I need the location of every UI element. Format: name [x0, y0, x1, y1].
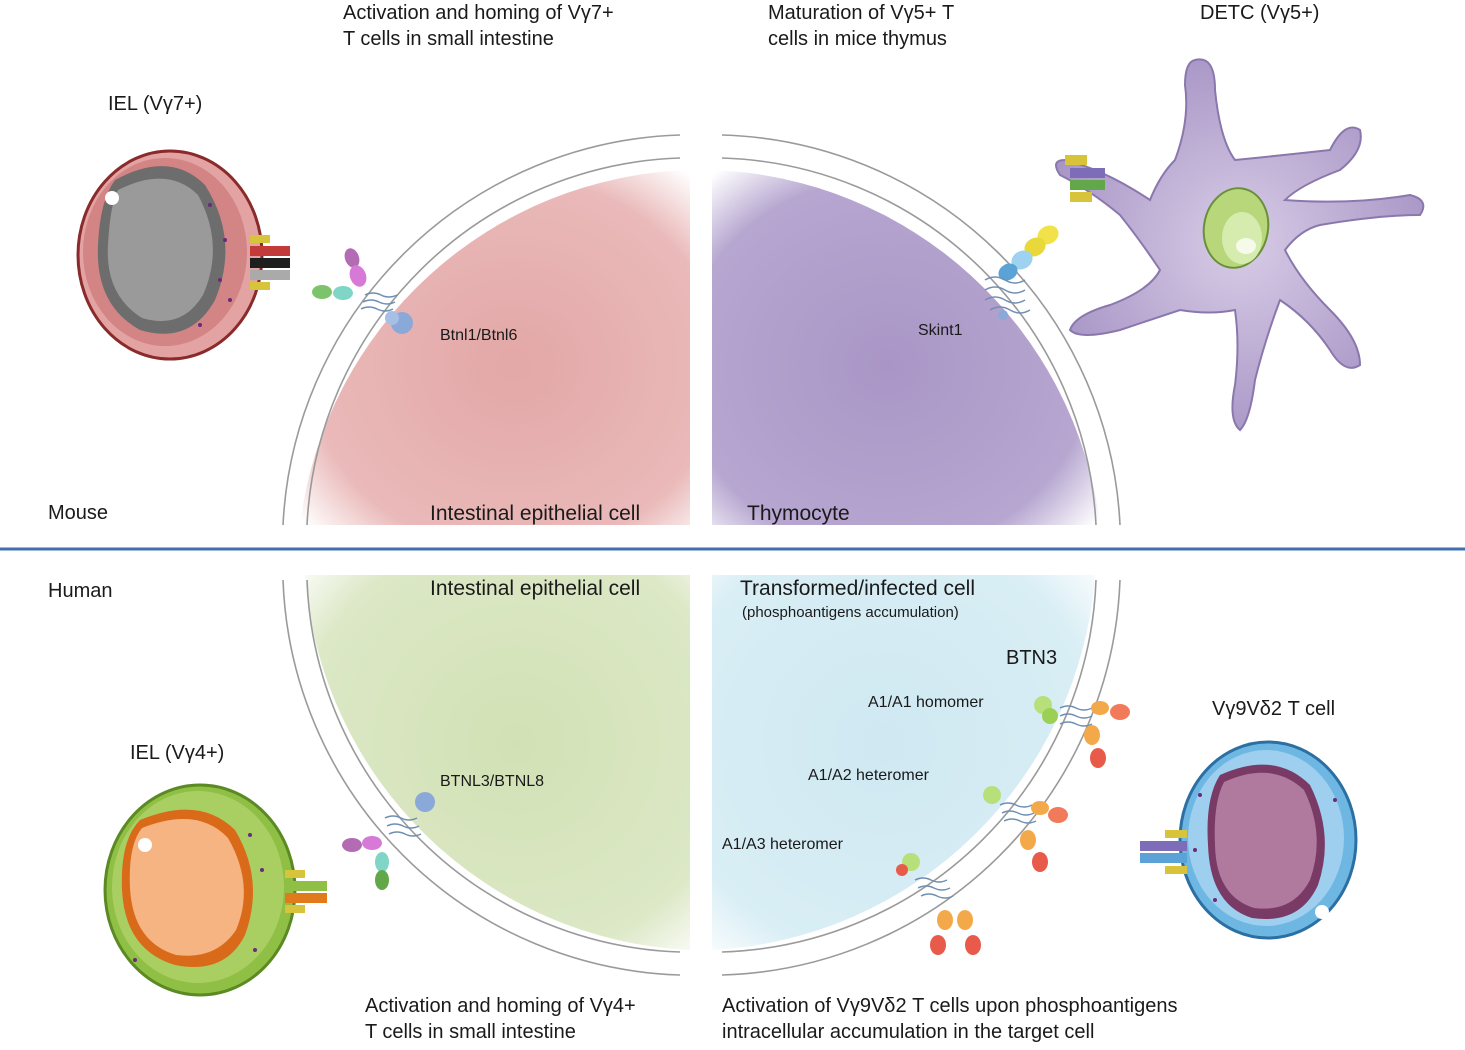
- a1a3-heteromer-label: A1/A3 heteromer: [722, 836, 843, 853]
- btnl3-btnl8-receptor-illustration: [342, 792, 435, 890]
- iel-vg7-cell-illustration: [76, 149, 290, 361]
- human-intestinal-epithelial-cell-label: Intestinal epithelial cell: [430, 577, 641, 600]
- btn3-receptors-illustration: [896, 696, 1130, 955]
- quadrant-thymocyte: [712, 170, 1100, 525]
- btn3-label: BTN3: [1006, 647, 1058, 669]
- btnl1-btnl6-receptor-illustration: [312, 248, 413, 334]
- a1a2-heteromer-illustration: [983, 786, 1068, 872]
- transformed-cell-note: (phosphoantigens accumulation): [742, 604, 959, 621]
- mouse-intestinal-epithelial-cell-label: Intestinal epithelial cell: [430, 502, 641, 525]
- quadrant-transformed-cell: [712, 575, 1095, 950]
- vg9vd2-t-cell-illustration: [1140, 740, 1358, 940]
- skint1-label: Skint1: [918, 322, 963, 339]
- membrane-arcs: [282, 134, 1121, 976]
- mouse-section-label: Mouse: [48, 502, 109, 524]
- top-right-caption: Maturation of Vγ5+ T cells in mice thymu…: [768, 2, 955, 50]
- detc-cell-illustration: [1055, 58, 1425, 432]
- iel-vg7-label: IEL (Vγ7+): [108, 93, 203, 115]
- transformed-cell-label: Transformed/infected cell: [740, 577, 975, 600]
- detc-label: DETC (Vγ5+): [1200, 2, 1320, 24]
- skint1-receptor-illustration: [984, 225, 1059, 320]
- quadrant-mouse-intestinal: [300, 170, 690, 525]
- a1a1-homomer-label: A1/A1 homomer: [868, 694, 984, 711]
- quadrant-human-intestinal: [305, 575, 690, 950]
- a1a3-heteromer-illustration: [896, 853, 981, 955]
- bottom-left-caption: Activation and homing of Vγ4+ T cells in…: [365, 995, 636, 1043]
- bottom-right-caption: Activation of Vγ9Vδ2 T cells upon phosph…: [722, 995, 1178, 1043]
- vg9vd2-label: Vγ9Vδ2 T cell: [1212, 698, 1336, 720]
- iel-vg4-cell-illustration: [103, 783, 327, 997]
- btnl3-btnl8-label: BTNL3/BTNL8: [440, 773, 545, 790]
- iel-vg4-label: IEL (Vγ4+): [130, 742, 225, 764]
- top-left-caption: Activation and homing of Vγ7+ T cells in…: [343, 2, 614, 50]
- a1a1-homomer-illustration: [1034, 696, 1130, 768]
- human-section-label: Human: [48, 580, 113, 602]
- a1a2-heteromer-label: A1/A2 heteromer: [808, 767, 929, 784]
- btnl1-btnl6-label: Btnl1/Btnl6: [440, 327, 518, 344]
- thymocyte-label: Thymocyte: [747, 502, 850, 525]
